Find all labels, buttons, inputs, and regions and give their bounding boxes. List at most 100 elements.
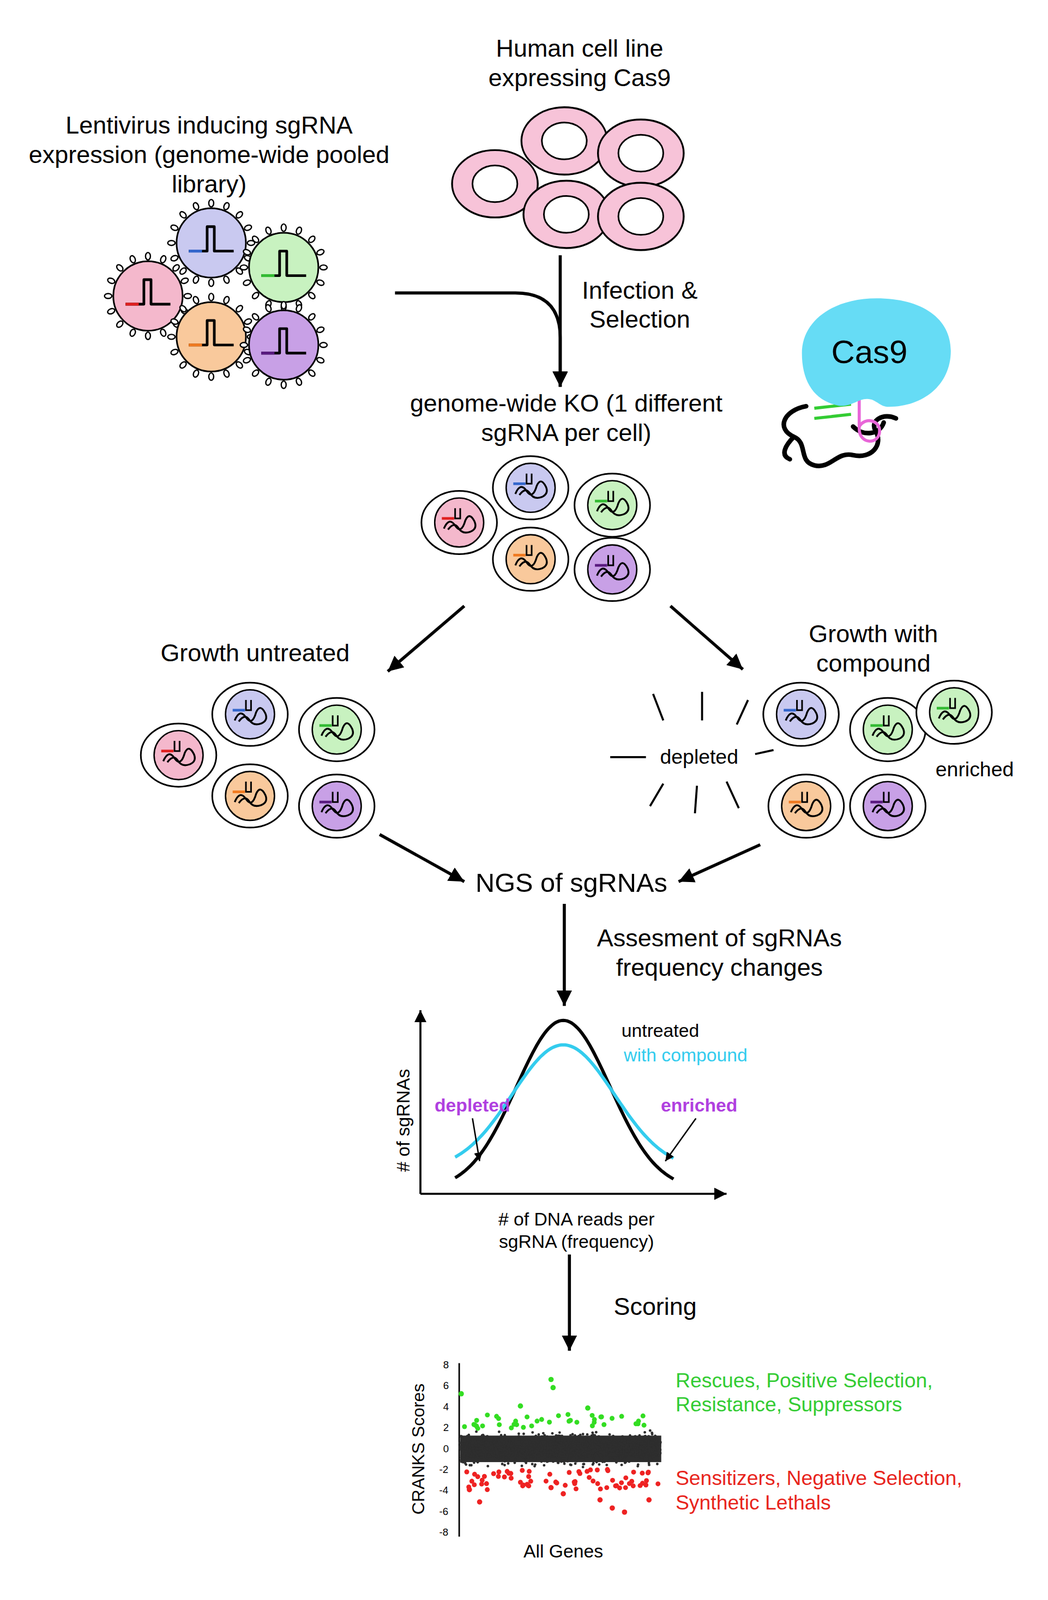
gene-dot <box>518 1446 522 1449</box>
cell-body <box>574 473 650 538</box>
gene-dot <box>590 1440 594 1443</box>
cell-nucleus <box>618 134 664 172</box>
gene-dot <box>473 1436 477 1440</box>
gene-dot <box>484 1453 487 1456</box>
sgRNA-strand <box>261 328 306 354</box>
sgRNA-strand <box>797 700 803 711</box>
gene-dot <box>591 1455 594 1459</box>
gene-dot <box>514 1455 517 1459</box>
rescue-dot <box>496 1416 502 1422</box>
gene-dot <box>511 1448 515 1451</box>
sensitizer-dot <box>604 1485 610 1491</box>
gene-dot <box>461 1449 465 1453</box>
gene-dot <box>543 1434 546 1437</box>
gene-dot <box>538 1437 542 1441</box>
node-text: 8 <box>443 1359 449 1372</box>
gene-dot <box>459 1459 463 1462</box>
gene-dot <box>494 1438 498 1442</box>
virus-spike <box>223 369 231 378</box>
sensitizer-dot <box>590 1478 596 1484</box>
sensitizer-dot <box>623 1475 629 1481</box>
guide-sequence <box>788 800 801 804</box>
gene-dot <box>583 1452 587 1456</box>
gene-dot <box>544 1441 547 1444</box>
virus-spike <box>294 377 303 387</box>
node-text: -2 <box>439 1464 449 1477</box>
sensitizer-dot <box>631 1470 637 1475</box>
gene-dot <box>607 1449 611 1453</box>
gene-dot <box>466 1456 469 1460</box>
rescue-dot <box>529 1423 535 1429</box>
virus-spike <box>178 360 188 370</box>
note-label: enriched <box>935 757 1014 782</box>
sgRNA-strand <box>174 741 180 752</box>
gene-dot <box>652 1448 656 1451</box>
gene-dot <box>561 1448 564 1452</box>
gene-dot <box>532 1455 535 1459</box>
cell-body <box>916 681 992 745</box>
sensitizer-dot <box>553 1479 559 1485</box>
sensitizer-dot <box>587 1467 593 1473</box>
sgRNA-strand <box>188 226 234 252</box>
burst-ray <box>701 691 704 721</box>
gene-dot <box>647 1440 650 1443</box>
virus-spike <box>167 240 176 246</box>
gene-dot <box>569 1464 573 1467</box>
gene-dot <box>540 1459 544 1462</box>
note-label: depleted <box>660 744 739 770</box>
gene-dot <box>600 1457 604 1461</box>
rescue-dot <box>480 1423 486 1429</box>
flow-arrow <box>678 844 761 882</box>
gene-dot <box>571 1451 575 1455</box>
sensitizer-dot <box>586 1475 592 1481</box>
gene-dot <box>591 1463 595 1467</box>
gene-dot <box>620 1464 624 1467</box>
virus-spike <box>167 334 176 340</box>
virus-capsid <box>176 302 246 372</box>
gene-dot <box>556 1461 560 1465</box>
gene-dot <box>492 1441 496 1444</box>
cell-nucleus <box>472 165 517 202</box>
gene-dot <box>497 1441 501 1444</box>
node-text: depleted <box>434 1094 511 1117</box>
gene-dot <box>565 1444 569 1448</box>
node-text: 6 <box>443 1380 449 1393</box>
sensitizer-dot <box>645 1470 651 1476</box>
gene-dot <box>562 1459 565 1463</box>
sensitizer-dot <box>477 1499 483 1505</box>
node-text: 0 <box>443 1443 449 1456</box>
gene-dot <box>492 1457 496 1461</box>
guide-sequence <box>125 302 139 306</box>
gene-dot <box>468 1437 472 1441</box>
rescue-dot <box>548 1377 554 1383</box>
gene-dot <box>643 1431 647 1435</box>
gene-dot <box>648 1429 652 1433</box>
sensitizer-dot <box>543 1478 549 1484</box>
gene-dot <box>569 1454 573 1457</box>
gene-dot <box>470 1464 473 1467</box>
guide-sequence <box>161 749 174 753</box>
gene-dot <box>465 1456 469 1460</box>
sensitizer-dot <box>597 1497 604 1503</box>
node-text: 4 <box>443 1401 449 1414</box>
virus-spike <box>171 263 181 273</box>
sensitizer-dot <box>594 1467 600 1473</box>
sensitizer-dot <box>623 1485 629 1491</box>
rescue-dot <box>635 1421 641 1427</box>
step-node: Growth with compound <box>742 612 1026 846</box>
note-label: Sensitizers, Negative Selection, Synthet… <box>675 1466 974 1516</box>
lentivirus-particle <box>240 301 328 389</box>
rescue-dot <box>496 1422 502 1428</box>
gene-dot <box>511 1448 515 1452</box>
virus-capsid <box>113 261 183 331</box>
edge-label: Assesment of sgRNAs frequency changes <box>576 923 863 983</box>
sgRNA-strand <box>332 792 338 803</box>
virus-spike <box>178 266 188 276</box>
gene-dot <box>490 1452 493 1456</box>
virus-spike <box>243 224 253 232</box>
gene-dot <box>597 1457 601 1461</box>
gene-dot <box>619 1450 623 1454</box>
burst-ray <box>755 750 774 755</box>
